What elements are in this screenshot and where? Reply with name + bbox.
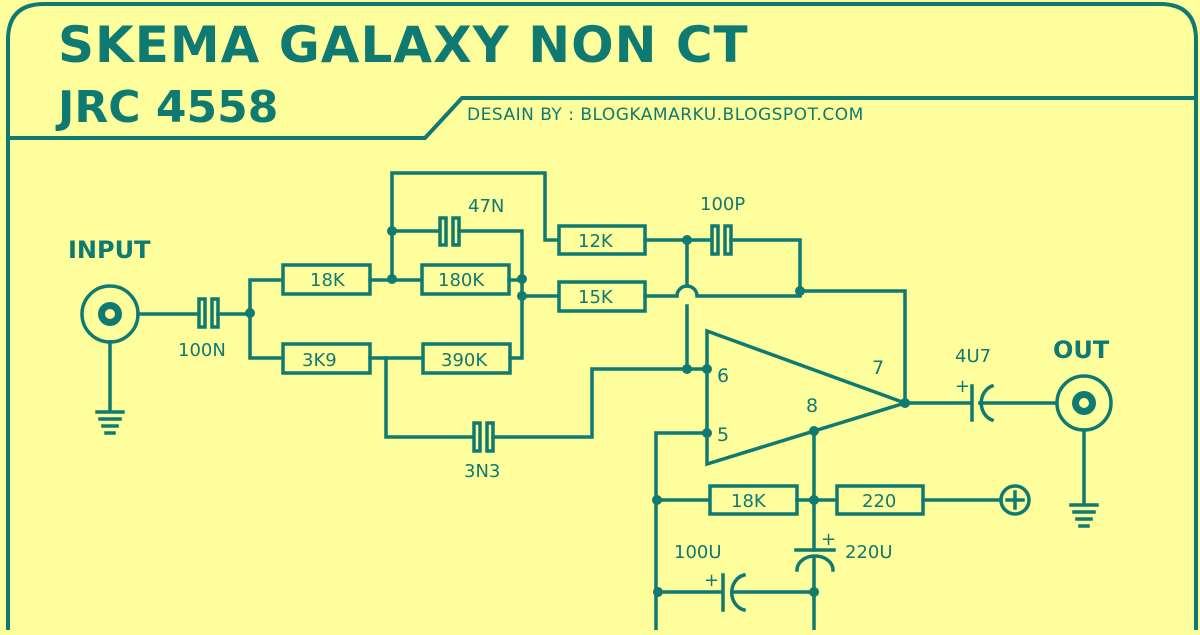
capacitor-100u-polarity: + — [704, 570, 719, 591]
capacitor-47n-label: 47N — [468, 196, 504, 217]
capacitor-100p-label: 100P — [700, 194, 745, 215]
capacitor-100u-label: 100U — [674, 542, 722, 563]
capacitor-4u7-label: 4U7 — [955, 346, 991, 367]
wire — [248, 278, 285, 315]
resistor-18k-bias-label: 18K — [731, 491, 767, 512]
capacitor-3n3-label: 3N3 — [464, 461, 500, 482]
resistor-220-label: 220 — [862, 491, 896, 512]
page-title: SKEMA GALAXY NON CT — [58, 16, 749, 74]
resistor-15k-label: 15K — [578, 287, 614, 308]
header-divider — [8, 96, 1196, 140]
wire — [491, 367, 689, 439]
wire — [508, 277, 524, 360]
input-jack[interactable] — [80, 284, 140, 344]
capacitor-47n — [438, 216, 461, 247]
resistor-18k-bias — [708, 484, 799, 516]
opamp-jrc4558 — [705, 328, 911, 467]
capacitor-220u — [794, 548, 836, 572]
pin6-node — [702, 364, 712, 374]
wire-crossover — [643, 284, 802, 298]
resistor-3k9-label: 3K9 — [302, 350, 337, 371]
pin-7-label: 7 — [872, 357, 884, 379]
capacitor-100p — [710, 224, 733, 256]
pin-8-label: 8 — [806, 395, 818, 417]
input-label: INPUT — [68, 236, 151, 264]
capacitor-220u-polarity: + — [821, 529, 836, 550]
wire — [384, 356, 476, 439]
resistor-180k-label: 180K — [438, 270, 485, 291]
capacitor-4u7-polarity: + — [955, 376, 970, 397]
resistor-18k-label: 18K — [310, 270, 346, 291]
resistor-15k — [557, 280, 647, 313]
input-ground-icon — [95, 410, 125, 435]
pin-5-label: 5 — [717, 424, 729, 446]
wire — [798, 289, 907, 405]
output-label: OUT — [1053, 336, 1110, 364]
pin-6-label: 6 — [717, 365, 729, 387]
capacitor-3n3 — [472, 421, 495, 453]
resistor-3k9 — [281, 342, 372, 375]
designer-credit: DESAIN BY : BLOGKAMARKU.BLOGSPOT.COM — [467, 105, 864, 125]
wire — [654, 431, 709, 635]
capacitor-220u-label: 220U — [845, 542, 893, 563]
output-ground-icon — [1069, 503, 1099, 528]
outer-frame — [6, 2, 1198, 635]
page-subtitle: JRC 4558 — [55, 82, 278, 133]
wire — [248, 311, 285, 360]
capacitor-100n — [197, 297, 220, 329]
wire — [729, 238, 802, 294]
supply-plus-terminal-icon[interactable] — [999, 484, 1031, 516]
capacitor-100n-label: 100N — [178, 340, 226, 361]
wire — [457, 229, 524, 282]
resistor-12k-label: 12K — [578, 231, 614, 252]
wire — [390, 171, 561, 281]
output-jack[interactable] — [1055, 374, 1113, 432]
resistor-390k-label: 390K — [441, 350, 488, 371]
